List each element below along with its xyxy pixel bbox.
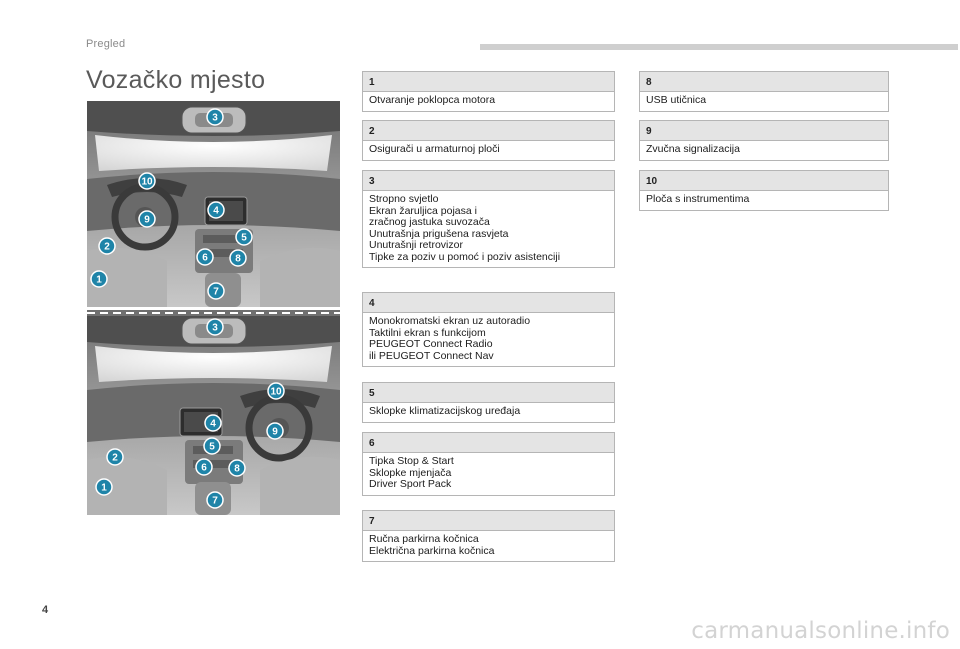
svg-text:3: 3 — [212, 113, 218, 124]
svg-text:8: 8 — [235, 254, 241, 265]
legend-line: Ručna parkirna kočnica — [369, 533, 479, 545]
legend-number: 10 — [640, 171, 888, 191]
cockpit-illustration-rhd: 3 10 4 9 5 2 6 8 1 7 — [87, 310, 340, 515]
svg-text:10: 10 — [141, 177, 153, 188]
svg-text:8: 8 — [234, 464, 240, 475]
legend-line: zračnog jastuka suvozača — [369, 216, 490, 228]
svg-text:7: 7 — [213, 287, 219, 298]
legend-number: 5 — [363, 383, 614, 403]
legend-line: Taktilni ekran s funkcijom — [369, 326, 486, 339]
callout-5 — [235, 228, 253, 246]
svg-text:6: 6 — [202, 253, 208, 264]
callout-7-rhd — [206, 491, 224, 509]
legend-line: Električna parkirna kočnica — [369, 544, 495, 557]
legend-line: Sklopke klimatizacijskog uređaja — [369, 405, 521, 417]
callout-8-rhd — [228, 459, 246, 477]
callout-5-rhd — [203, 437, 221, 455]
svg-text:6: 6 — [201, 463, 207, 474]
legend-number: 7 — [363, 511, 614, 531]
legend-line: Zvučna signalizacija — [646, 143, 740, 155]
callout-1 — [90, 270, 108, 288]
legend-number: 2 — [363, 121, 614, 141]
callout-3 — [206, 108, 224, 126]
legend-item-2: 2 Osigurači u armaturnoj ploči — [362, 120, 615, 161]
legend-line: Unutrašnji retrovizor — [369, 239, 463, 251]
callout-1-rhd — [95, 478, 113, 496]
legend-line: PEUGEOT Connect Radio — [369, 338, 493, 350]
svg-text:4: 4 — [210, 419, 216, 430]
legend-item-1: 1 Otvaranje poklopca motora — [362, 71, 615, 112]
section-label: Pregled — [86, 38, 126, 50]
legend-item-3: 3 Stropno svjetlo Ekran žaruljica pojasa… — [362, 170, 615, 268]
svg-text:9: 9 — [144, 215, 150, 226]
legend-line: Osigurači u armaturnoj ploči — [369, 143, 500, 155]
legend-number: 3 — [363, 171, 614, 191]
cockpit-illustration-lhd: 3 10 4 9 5 2 6 8 1 7 — [87, 101, 340, 307]
svg-text:10: 10 — [270, 387, 282, 398]
callout-7 — [207, 282, 225, 300]
svg-text:4: 4 — [213, 206, 219, 217]
svg-text:5: 5 — [209, 442, 215, 453]
legend-item-10: 10 Ploča s instrumentima — [639, 170, 889, 211]
legend-item-9: 9 Zvučna signalizacija — [639, 120, 889, 161]
legend-line: Otvaranje poklopca motora — [369, 94, 496, 106]
callout-9 — [138, 210, 156, 228]
callout-4-rhd — [204, 414, 222, 432]
legend-item-7: 7 Ručna parkirna kočnica Električna park… — [362, 510, 615, 562]
callout-2 — [98, 237, 116, 255]
header-bar — [480, 44, 958, 50]
callout-6-rhd — [195, 458, 213, 476]
legend-line: USB utičnica — [646, 94, 707, 106]
legend-line: Stropno svjetlo — [369, 193, 439, 205]
legend-number: 9 — [640, 121, 888, 141]
legend-number: 6 — [363, 433, 614, 453]
page-number: 4 — [42, 604, 49, 616]
callout-4 — [207, 201, 225, 219]
svg-text:5: 5 — [241, 233, 247, 244]
legend-line: Ploča s instrumentima — [646, 193, 750, 205]
legend-line: ili PEUGEOT Connect Nav — [369, 349, 494, 362]
svg-text:2: 2 — [112, 453, 118, 464]
legend-line: Ekran žaruljica pojasa i — [369, 204, 477, 217]
svg-text:1: 1 — [101, 483, 107, 494]
callout-10 — [138, 172, 156, 190]
legend-item-4: 4 Monokromatski ekran uz autoradio Takti… — [362, 292, 615, 367]
callout-10-rhd — [267, 382, 285, 400]
legend-item-8: 8 USB utičnica — [639, 71, 889, 112]
callout-9-rhd — [266, 422, 284, 440]
callout-2-rhd — [106, 448, 124, 466]
legend-item-6: 6 Tipka Stop & Start Sklopke mjenjača Dr… — [362, 432, 615, 496]
legend-line: Unutrašnja prigušena rasvjeta — [369, 227, 509, 240]
legend-number: 1 — [363, 72, 614, 92]
legend-number: 8 — [640, 72, 888, 92]
callout-8 — [229, 249, 247, 267]
svg-text:3: 3 — [212, 323, 218, 334]
legend-line: Driver Sport Pack — [369, 478, 452, 490]
svg-text:7: 7 — [212, 496, 218, 507]
svg-text:9: 9 — [272, 427, 278, 438]
page-title: Vozačko mjesto — [86, 66, 266, 94]
callout-6 — [196, 248, 214, 266]
legend-number: 4 — [363, 293, 614, 313]
watermark: carmanualsonline.info — [691, 618, 950, 644]
legend-item-5: 5 Sklopke klimatizacijskog uređaja — [362, 382, 615, 423]
svg-text:1: 1 — [96, 275, 102, 286]
legend-line: Sklopke mjenjača — [369, 466, 452, 479]
legend-line: Tipka Stop & Start — [369, 455, 454, 467]
legend-line: Monokromatski ekran uz autoradio — [369, 315, 531, 327]
callout-3-rhd — [206, 318, 224, 336]
svg-text:2: 2 — [104, 242, 110, 253]
legend-line: Tipke za poziv u pomoć i poziv asistenci… — [369, 250, 561, 263]
